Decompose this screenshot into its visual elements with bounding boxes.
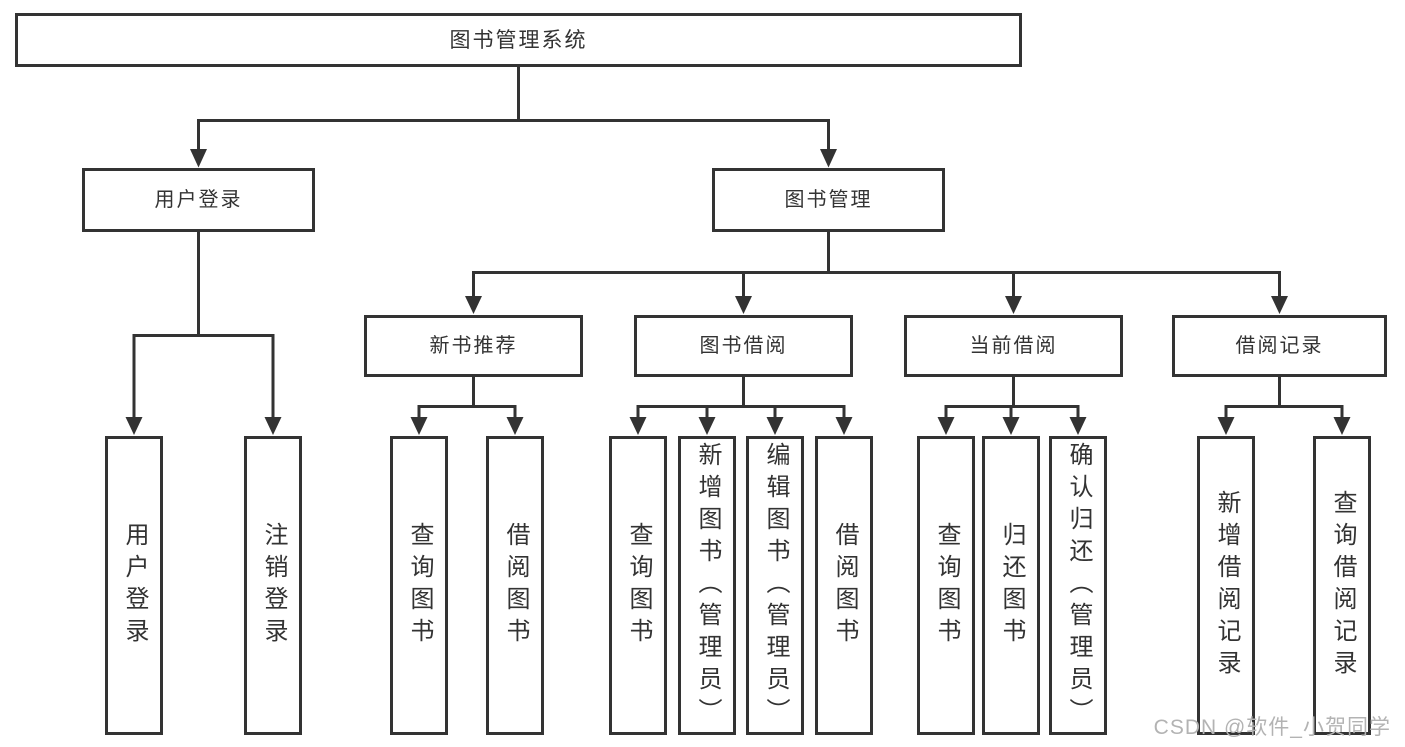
leaf-query-borrow-record: 查询借阅记录 (1313, 436, 1371, 735)
connector-line (1224, 374, 1344, 421)
leaf-add-borrow-record: 新增借阅记录 (1197, 436, 1255, 735)
leaf-query-books-2: 查询图书 (609, 436, 667, 735)
node-library-management-system: 图书管理系统 (15, 13, 1022, 67)
leaf-borrow-books-2: 借阅图书 (815, 436, 873, 735)
arrowhead-icon (410, 417, 428, 435)
arrowhead-icon (1002, 417, 1020, 435)
connector-line (197, 64, 830, 153)
arrowhead-icon (264, 417, 282, 435)
arrowhead-icon (1271, 296, 1288, 314)
node-new-book-recommend: 新书推荐 (364, 315, 583, 377)
arrowhead-icon (629, 417, 647, 435)
leaf-user-login: 用户登录 (105, 436, 163, 735)
leaf-edit-books-admin: 编辑图书（管理员） (746, 436, 804, 735)
arrowhead-icon (465, 296, 482, 314)
connector-line (636, 374, 846, 421)
arrowhead-icon (1217, 417, 1235, 435)
leaf-logout: 注销登录 (244, 436, 302, 735)
arrowhead-icon (190, 149, 207, 168)
leaf-query-books-1: 查询图书 (390, 436, 448, 735)
arrowhead-icon (125, 417, 143, 435)
connector-line (132, 229, 275, 421)
connector-line (472, 229, 1281, 300)
node-book-borrowing: 图书借阅 (634, 315, 853, 377)
leaf-add-books-admin: 新增图书（管理员） (678, 436, 736, 735)
arrowhead-icon (835, 417, 853, 435)
leaf-borrow-books-1: 借阅图书 (486, 436, 544, 735)
leaf-return-books: 归还图书 (982, 436, 1040, 735)
arrowhead-icon (937, 417, 955, 435)
arrowhead-icon (820, 149, 837, 168)
node-current-borrowing: 当前借阅 (904, 315, 1123, 377)
arrowhead-icon (766, 417, 784, 435)
leaf-confirm-return-admin: 确认归还（管理员） (1049, 436, 1107, 735)
watermark: CSDN @软件_小贺同学 (1153, 716, 1391, 739)
node-borrowing-records: 借阅记录 (1172, 315, 1387, 377)
connector-line (417, 374, 517, 421)
arrowhead-icon (698, 417, 716, 435)
arrowhead-icon (506, 417, 524, 435)
node-user-login: 用户登录 (82, 168, 315, 232)
arrowhead-icon (1005, 296, 1022, 314)
arrowhead-icon (1069, 417, 1087, 435)
arrowhead-icon (1333, 417, 1351, 435)
leaf-query-books-3: 查询图书 (917, 436, 975, 735)
arrowhead-icon (735, 296, 752, 314)
connector-line (944, 374, 1080, 421)
node-book-management: 图书管理 (712, 168, 945, 232)
